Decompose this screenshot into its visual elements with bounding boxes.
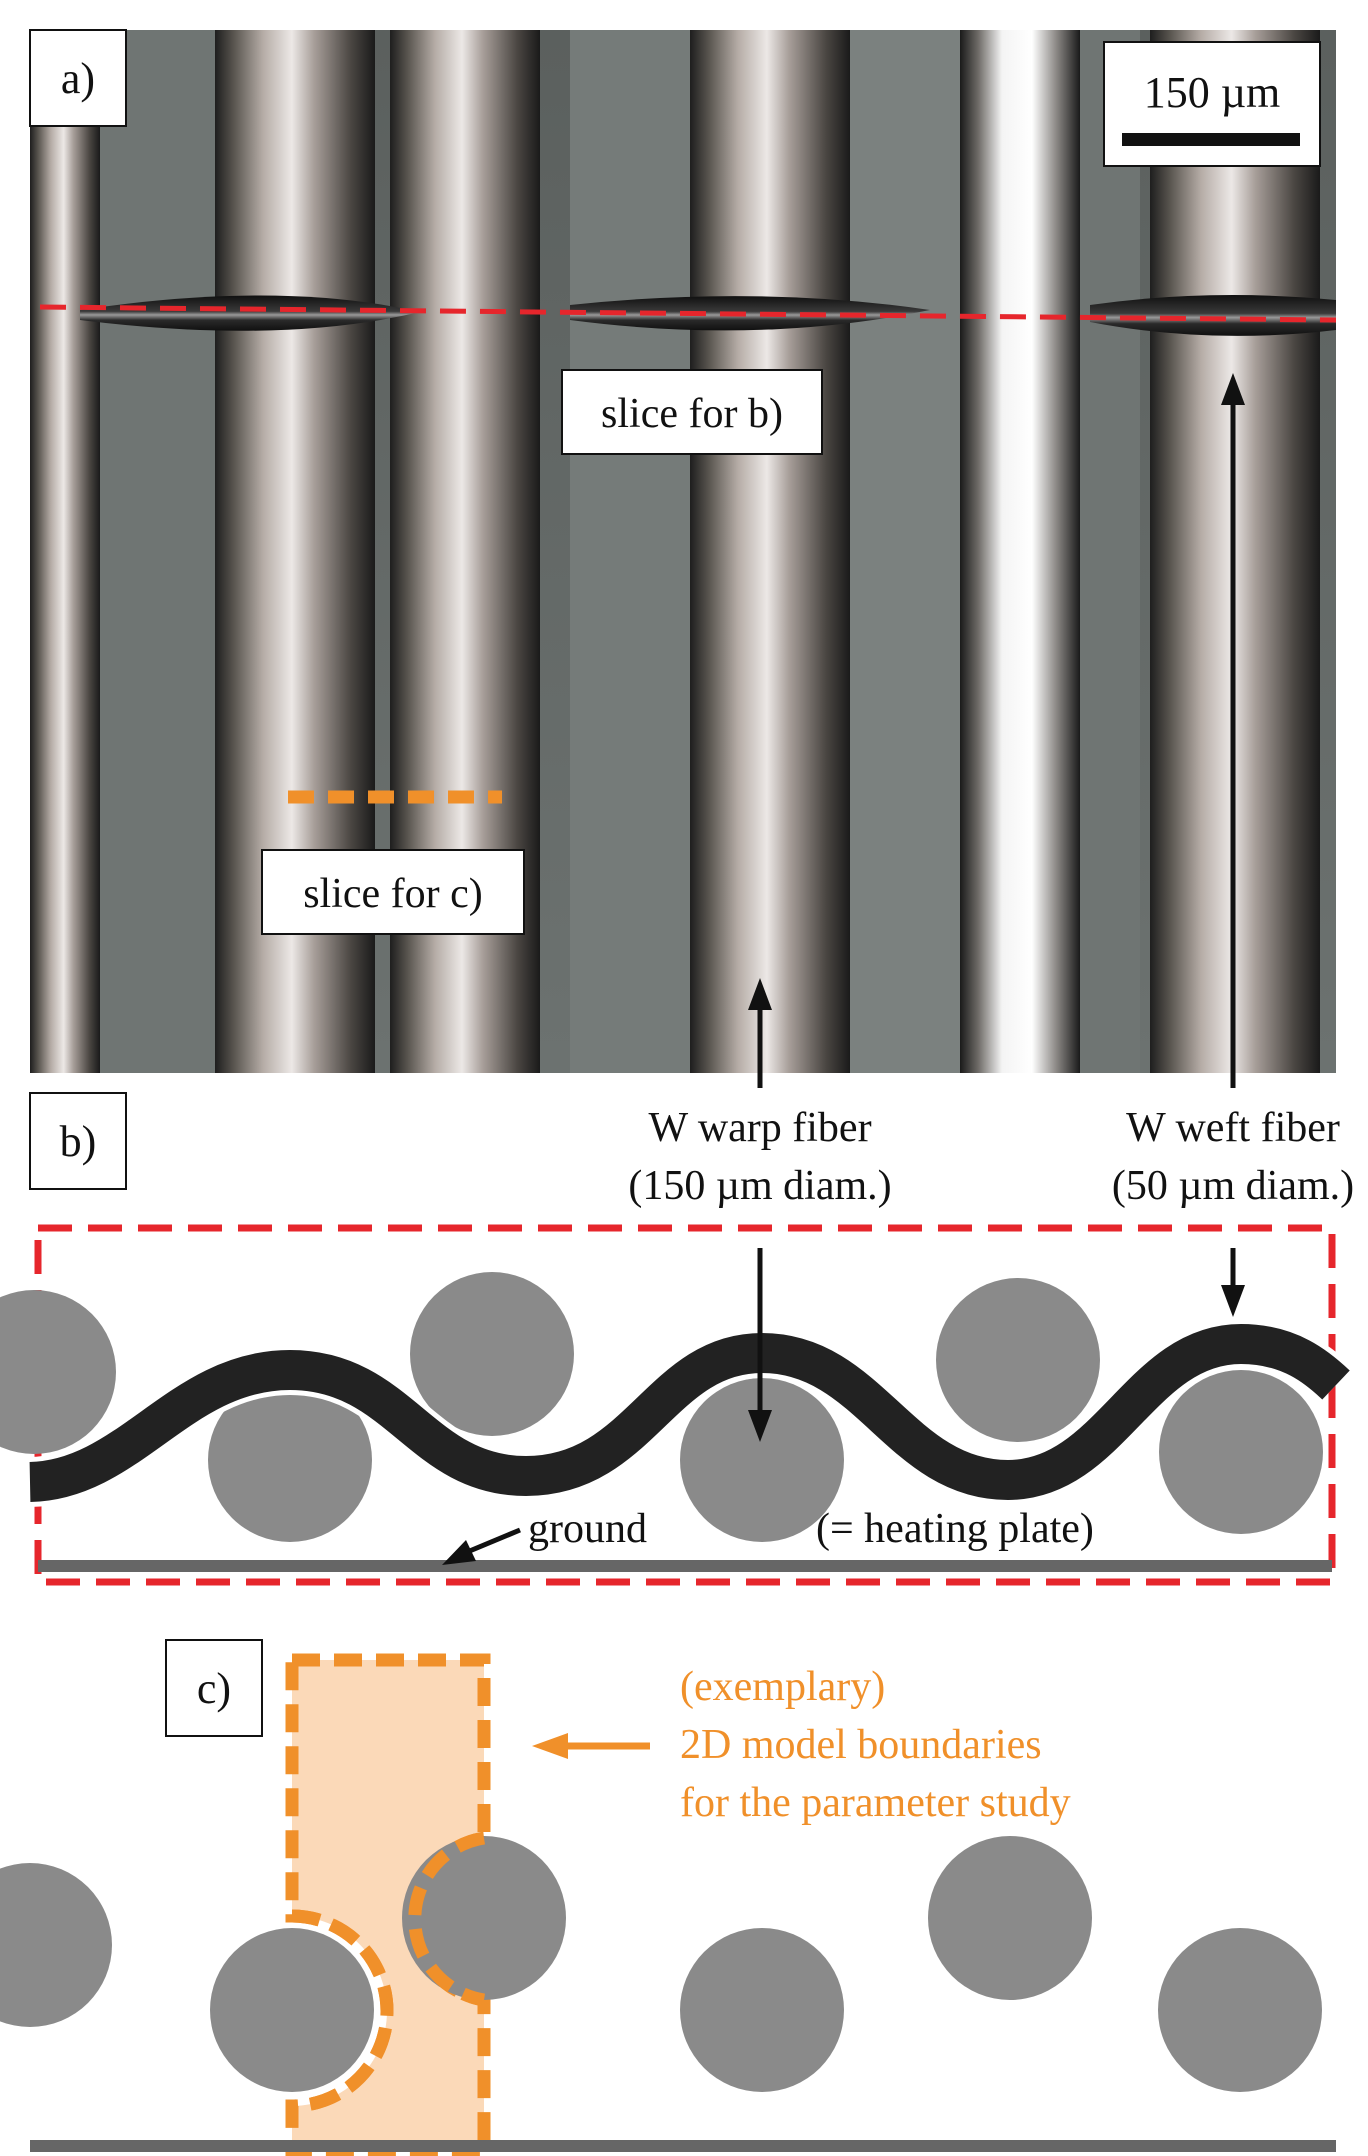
warp-fiber-cross-section	[402, 1836, 566, 2000]
warp-fiber-cross-section	[208, 1378, 372, 1542]
ground-label: ground	[528, 1506, 647, 1552]
weft-fiber-label: W weft fiber	[1126, 1105, 1340, 1151]
warp-fiber	[960, 30, 1080, 1073]
annotation-line-2: 2D model boundaries	[680, 1722, 1042, 1768]
warp-fiber-cross-section	[928, 1836, 1092, 2000]
warp-fiber-cross-section	[410, 1272, 574, 1436]
warp-fiber	[30, 30, 100, 1073]
panel-c-label: c)	[197, 1664, 231, 1713]
annotation-arrow	[532, 1733, 650, 1759]
warp-fiber-cross-section	[1159, 1370, 1323, 1534]
ground-plate	[38, 1560, 1332, 1572]
panel-b-label: b)	[60, 1117, 97, 1166]
scale-bar	[1122, 133, 1300, 146]
annotation-line-1: (exemplary)	[680, 1664, 885, 1710]
warp-fiber-cross-section	[680, 1378, 844, 1542]
fiber-gap	[840, 30, 980, 1073]
weft-fiber-segment	[80, 295, 420, 331]
slice-b-label-box	[561, 369, 823, 455]
heating-plate-label: (= heating plate)	[816, 1506, 1094, 1552]
fiber-gap	[570, 30, 710, 1073]
ground-plate-c	[30, 2140, 1336, 2152]
warp-fiber-cross-section	[680, 1928, 844, 2092]
weft-arrow-down	[1221, 1248, 1245, 1317]
weft-fiber-segment	[570, 296, 930, 331]
warp-fiber-label: W warp fiber	[648, 1105, 871, 1151]
slice-c-label-box	[261, 849, 525, 935]
cross-section-b	[0, 1272, 1354, 1542]
weft-fiber-wave	[28, 1323, 1350, 1502]
warp-fiber	[690, 30, 850, 1073]
weft-fiber-diameter: (50 µm diam.)	[1112, 1163, 1354, 1209]
fiber-gap	[90, 30, 230, 1073]
annotation-line-3: for the parameter study	[680, 1780, 1071, 1826]
boundary-arc-left	[291, 1909, 394, 2113]
warp-fiber-cross-section	[1158, 1928, 1322, 2092]
panel-a-label: a)	[61, 54, 95, 103]
warp-fiber-arrow-up	[748, 978, 772, 1088]
slice-c-label: slice for c)	[303, 871, 483, 917]
cross-section-c	[0, 1836, 1322, 2092]
warp-fiber-diameter: (150 µm diam.)	[628, 1163, 891, 1209]
ground-arrow	[442, 1527, 521, 1565]
warp-arrow-down	[748, 1248, 772, 1442]
scale-bar-label: 150 µm	[1144, 68, 1281, 117]
weft-fiber-segment	[1090, 295, 1336, 336]
panel-c-label-box	[165, 1639, 263, 1737]
weft-fiber-arrow-up	[1221, 373, 1245, 1088]
panel-b-label-box	[29, 1092, 127, 1190]
warp-fiber-cross-section	[0, 1863, 112, 2027]
warp-fiber-cross-section	[936, 1278, 1100, 1442]
micrograph-panel	[30, 30, 1336, 1073]
slice-b-label: slice for b)	[601, 391, 783, 437]
slice-b-line	[39, 304, 1336, 323]
warp-fiber-cross-section	[210, 1928, 374, 2092]
warp-fiber-cross-section	[0, 1290, 116, 1454]
panel-a-label-box	[29, 29, 127, 127]
